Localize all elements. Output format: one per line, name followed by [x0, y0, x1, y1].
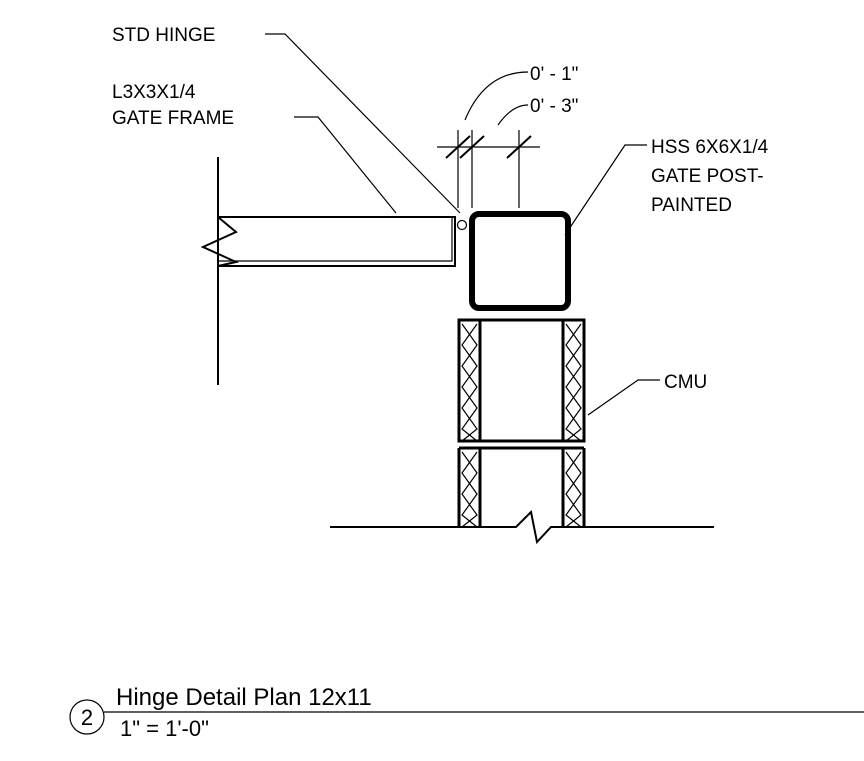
cmu-hatch — [461, 323, 478, 442]
cmu-leader — [587, 379, 660, 416]
cmu-label: CMU — [664, 372, 707, 393]
cmu-hatch — [461, 451, 478, 528]
dimension-label-1in: 0' - 1" — [530, 64, 578, 85]
dimension-string — [437, 71, 540, 208]
gate-frame-outline — [218, 216, 456, 267]
dimension-leader-3in — [497, 104, 529, 126]
detail-scale: 1" = 1'-0" — [120, 716, 209, 741]
dimension-tick — [445, 135, 471, 159]
cmu-hatch — [565, 451, 582, 528]
detail-number: 2 — [81, 705, 93, 730]
hss-gate-post — [469, 211, 571, 311]
dimension-tick — [506, 135, 532, 159]
cmu-wall — [330, 318, 714, 545]
gate-frame-break-symbol — [200, 216, 240, 267]
gate-post-leader — [564, 144, 647, 236]
gate-frame — [200, 157, 456, 385]
hinge-pin — [456, 219, 468, 231]
std-hinge-label: STD HINGE — [112, 25, 215, 46]
dimension-leader-1in — [464, 71, 529, 121]
cmu-hatch — [461, 451, 478, 528]
leaders — [265, 33, 660, 416]
gate-post-label-line3: PAINTED — [651, 195, 732, 216]
cmu-hatch — [461, 323, 478, 442]
gate-frame-leader — [294, 116, 397, 214]
gate-frame-inner-line — [218, 217, 453, 262]
dimension-tick — [459, 135, 485, 159]
detail-title-block: 2 Hinge Detail Plan 12x11 1" = 1'-0" — [69, 684, 864, 741]
gate-frame-label-line2: GATE FRAME — [112, 108, 234, 129]
cmu-block-upper — [457, 318, 586, 443]
cmu-break-line — [330, 509, 714, 545]
detail-title: Hinge Detail Plan 12x11 — [116, 684, 372, 711]
gate-post-label-line1: HSS 6X6X1/4 — [651, 137, 769, 158]
gate-frame-label-line1: L3X3X1/4 — [112, 82, 196, 103]
cmu-hatch — [565, 323, 582, 442]
cmu-hatch — [565, 451, 582, 528]
gate-post-label-line2: GATE POST- — [651, 166, 764, 187]
detail-number-bubble — [69, 699, 105, 735]
cmu-hatch — [565, 323, 582, 442]
dimension-label-3in: 0' - 3" — [530, 96, 578, 117]
std-hinge-leader — [265, 33, 461, 214]
